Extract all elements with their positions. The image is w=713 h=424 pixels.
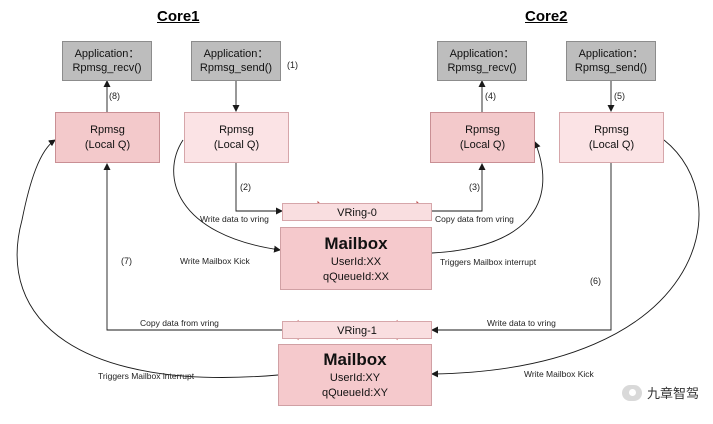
core2-rpmsg-send-box: Rpmsg (Local Q) bbox=[559, 112, 664, 163]
vring1-bar: VRing-1 bbox=[282, 321, 432, 339]
core2-rpmsg-recv-box: Rpmsg (Local Q) bbox=[430, 112, 535, 163]
mailbox-bottom-box: Mailbox UserId:XY qQueueId:XY bbox=[278, 344, 432, 406]
core1-title: Core1 bbox=[157, 8, 200, 25]
arrow-write-kick-bottom bbox=[431, 139, 700, 378]
watermark-text: 九章智驾 bbox=[646, 386, 699, 401]
step-5-label: (5) bbox=[614, 91, 625, 101]
arrow-step-6 bbox=[431, 163, 612, 334]
label-copy-vring-bottom: Copy data from vring bbox=[140, 318, 219, 328]
arrow-write-kick-top bbox=[173, 139, 281, 253]
core2-app-send-line2: Rpmsg_send() bbox=[574, 62, 648, 74]
mailbox-top-box: Mailbox UserId:XX qQueueId:XX bbox=[280, 227, 432, 290]
label-trigger-int-bottom: Triggers Mailbox interrupt bbox=[98, 371, 195, 381]
core2-title: Core2 bbox=[525, 8, 568, 25]
mailbox-bottom-userid: UserId:XY bbox=[329, 372, 381, 384]
step-3-label: (3) bbox=[469, 182, 480, 192]
mailbox-top-queueid: qQueueId:XX bbox=[322, 270, 390, 283]
core2-rpmsg-recv-line2: (Local Q) bbox=[459, 138, 506, 151]
wechat-icon bbox=[621, 384, 642, 401]
core1-rpmsg-recv-box: Rpmsg (Local Q) bbox=[55, 112, 160, 163]
core1-rpmsg-send-box: Rpmsg (Local Q) bbox=[184, 112, 289, 163]
arrow-step-2 bbox=[235, 163, 283, 215]
core1-app-recv-line2: Rpmsg_recv() bbox=[72, 62, 142, 74]
core1-rpmsg-send-line2: (Local Q) bbox=[213, 138, 260, 151]
mailbox-bottom-title: Mailbox bbox=[323, 350, 387, 369]
label-write-kick-top: Write Mailbox Kick bbox=[180, 256, 250, 266]
vring1-label: VRing-1 bbox=[337, 325, 377, 337]
step-7-label: (7) bbox=[121, 256, 132, 266]
step-1-label: (1) bbox=[287, 60, 298, 70]
core1-app-recv-line1: Application： bbox=[74, 48, 140, 60]
label-write-vring-top: Write data to vring bbox=[200, 214, 269, 224]
core2-rpmsg-send-line2: (Local Q) bbox=[588, 138, 635, 151]
step-8-label: (8) bbox=[109, 91, 120, 101]
label-write-vring-bottom: Write data to vring bbox=[487, 318, 556, 328]
core1-rpmsg-recv-line2: (Local Q) bbox=[84, 138, 131, 151]
arrow-step-7 bbox=[103, 163, 282, 331]
label-copy-vring-top: Copy data from vring bbox=[435, 214, 514, 224]
step-2-label: (2) bbox=[240, 182, 251, 192]
arrow-step-3 bbox=[432, 163, 486, 212]
label-trigger-int-top: Triggers Mailbox interrupt bbox=[440, 257, 537, 267]
core2-rpmsg-recv-line1: Rpmsg bbox=[465, 123, 500, 136]
arrow-trigger-int-bottom bbox=[16, 139, 279, 378]
core2-app-send-line1: Application： bbox=[578, 48, 644, 60]
vring0-label: VRing-0 bbox=[337, 207, 377, 219]
mailbox-top-title: Mailbox bbox=[324, 233, 388, 253]
core2-rpmsg-send-line1: Rpmsg bbox=[594, 123, 629, 136]
vring0-bar: VRing-0 bbox=[282, 203, 432, 221]
core1-app-send-line2: Rpmsg_send() bbox=[199, 62, 273, 74]
core1-app-send-box: Application： Rpmsg_send() bbox=[191, 41, 281, 81]
core1-app-send-line1: Application： bbox=[203, 48, 269, 60]
label-write-kick-bottom: Write Mailbox Kick bbox=[524, 369, 594, 379]
core2-app-recv-box: Application： Rpmsg_recv() bbox=[437, 41, 527, 81]
mailbox-bottom-queueid: qQueueId:XY bbox=[321, 387, 389, 399]
step-4-label: (4) bbox=[485, 91, 496, 101]
core2-app-recv-line2: Rpmsg_recv() bbox=[447, 62, 517, 74]
arrow-trigger-int-top bbox=[431, 141, 544, 254]
watermark: 九章智驾 bbox=[621, 383, 699, 402]
core1-app-recv-box: Application： Rpmsg_recv() bbox=[62, 41, 152, 81]
mailbox-top-userid: UserId:XX bbox=[330, 255, 382, 268]
core1-rpmsg-recv-line1: Rpmsg bbox=[90, 123, 125, 136]
core2-app-send-box: Application： Rpmsg_send() bbox=[566, 41, 656, 81]
step-6-label: (6) bbox=[590, 276, 601, 286]
core2-app-recv-line1: Application： bbox=[449, 48, 515, 60]
core1-rpmsg-send-line1: Rpmsg bbox=[219, 123, 254, 136]
